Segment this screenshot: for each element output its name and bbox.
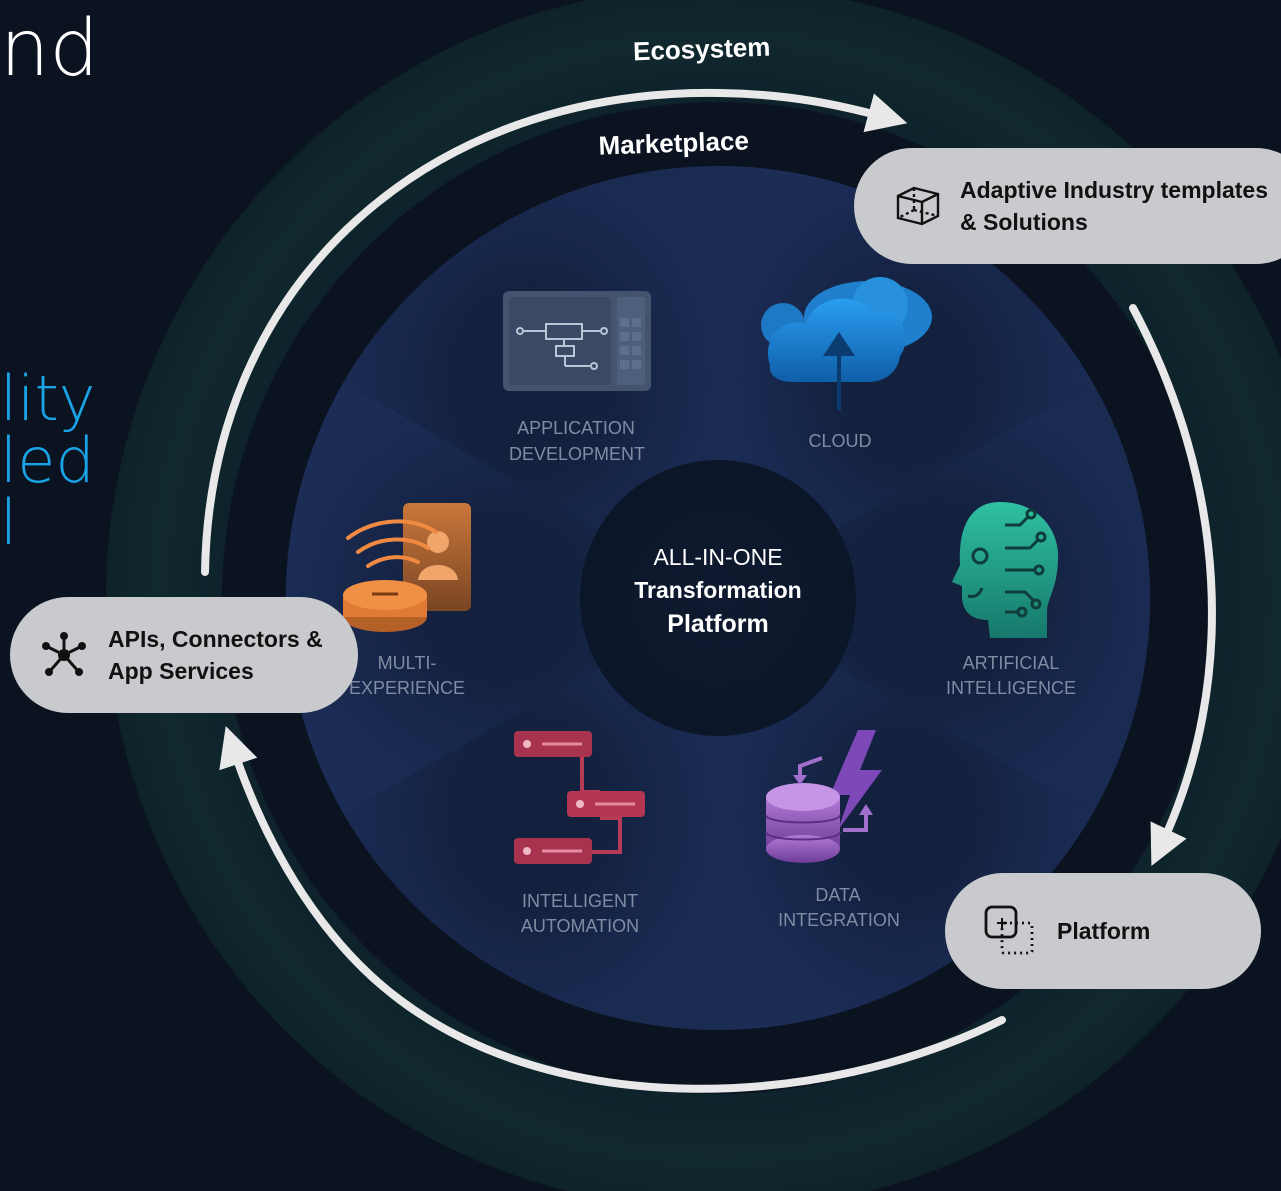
adaptive-templates-label: Adaptive Industry templates & Solutions — [960, 177, 1269, 235]
overlap-squares-icon — [981, 903, 1039, 959]
segment-labels: APPLICATION DEVELOPMENT CLOUD ARTIFICIAL… — [349, 418, 1076, 936]
ecosystem-label: Ecosystem — [633, 32, 771, 67]
cloud-label: CLOUD — [808, 431, 871, 451]
multi-exp-label-1: MULTI- — [378, 653, 437, 673]
app-dev-label-2: DEVELOPMENT — [509, 444, 645, 464]
network-hub-icon — [38, 631, 90, 679]
slide-subtitle-line-1: lity — [0, 362, 96, 435]
apis-connectors-pill: APIs, Connectors & App Services — [10, 597, 358, 713]
cycle-arrows — [201, 88, 1216, 1093]
center-line-2: Transformation — [634, 577, 801, 603]
multi-exp-label-2: EXPERIENCE — [349, 678, 465, 698]
center-title: ALL-IN-ONE Transformation Platform — [634, 544, 801, 638]
apis-connectors-label: APIs, Connectors & App Services — [108, 626, 323, 684]
ai-label-2: INTELLIGENCE — [946, 678, 1076, 698]
cube-icon — [892, 182, 944, 230]
data-label-1: DATA — [815, 885, 860, 905]
flowchart-panel-icon — [503, 291, 651, 391]
segment-multi-exp-wedge — [285, 381, 718, 815]
center-line-3: Platform — [667, 610, 768, 638]
arrow-top — [201, 88, 908, 576]
segment-automation-wedge — [343, 598, 718, 1031]
cloud-upload-icon — [761, 277, 932, 410]
platform-label: Platform — [1057, 918, 1151, 944]
slide-heading-fragment: nd — [0, 4, 99, 94]
app-dev-label-1: APPLICATION — [517, 418, 635, 438]
slide-subtitle-line-3: l — [0, 486, 18, 559]
automation-label-1: INTELLIGENT — [522, 891, 638, 911]
arrow-bottom — [219, 726, 1006, 1093]
data-label-2: INTEGRATION — [778, 910, 900, 930]
marketplace-label: Marketplace — [598, 125, 749, 160]
database-lightning-icon — [765, 730, 882, 863]
adaptive-templates-pill: Adaptive Industry templates & Solutions — [854, 148, 1281, 264]
ai-label-1: ARTIFICIAL — [963, 653, 1060, 673]
automation-label-2: AUTOMATION — [521, 916, 639, 936]
center-hub — [580, 460, 856, 736]
arrow-right — [1129, 304, 1216, 867]
ai-head-icon — [952, 502, 1059, 638]
server-flow-icon — [514, 731, 645, 864]
device-wireless-icon — [343, 503, 471, 632]
platform-pill: Platform — [945, 873, 1261, 989]
slide-subtitle-line-2: led — [0, 424, 95, 497]
segment-wheel — [285, 165, 1151, 1031]
center-line-1: ALL-IN-ONE — [653, 544, 782, 570]
segment-cloud-wedge — [718, 165, 1093, 598]
segment-ai-wedge — [718, 381, 1151, 815]
